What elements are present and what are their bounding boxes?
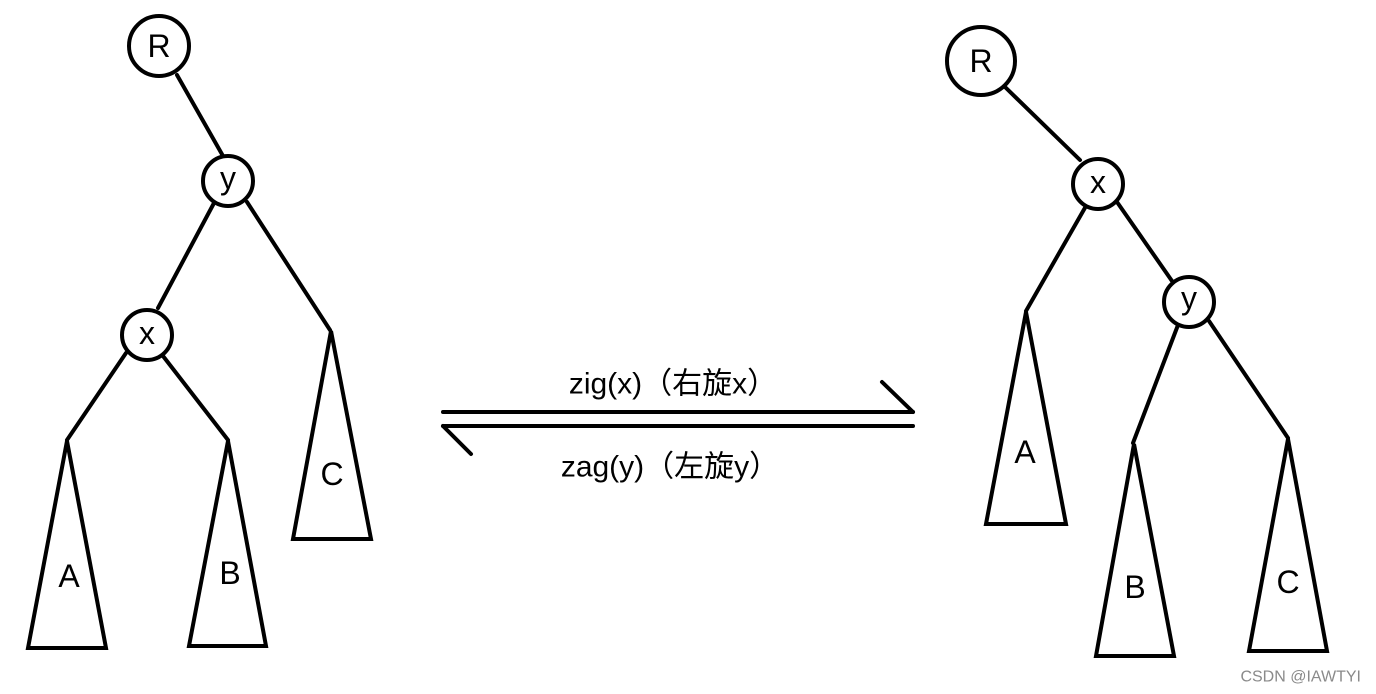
left-subtree-c-triangle [290, 330, 374, 541]
right-edge-y-b [1131, 323, 1180, 445]
right-edge-y-c [1207, 319, 1290, 440]
right-node-r-circle [945, 25, 1017, 97]
left-subtree-a-label: A [58, 558, 80, 594]
right-subtree-c-triangle [1246, 438, 1330, 653]
right-node-x-circle [1071, 157, 1125, 211]
right-node-r-label: R [969, 43, 992, 79]
left-node-r-circle [127, 14, 191, 78]
right-edge-x-y [1115, 200, 1174, 283]
right-edge-x-a [1024, 204, 1088, 313]
left-node-x-circle [120, 308, 174, 362]
right-node-y-label: y [1181, 280, 1197, 316]
right-subtree-a-triangle [983, 311, 1069, 526]
zag-arrow-head [441, 424, 473, 456]
right-subtree-b-label: B [1124, 569, 1145, 605]
left-node-y-label: y [220, 160, 236, 196]
right-subtree-b-triangle [1093, 443, 1177, 658]
right-node-x-label: x [1090, 164, 1106, 200]
left-edge-y-c [245, 200, 332, 332]
watermark-text: CSDN @IAWTYI [1240, 669, 1361, 686]
left-subtree-c-label: C [320, 456, 343, 492]
left-tree: R y x A B C [25, 14, 374, 650]
right-subtree-c-label: C [1276, 564, 1299, 600]
left-node-r-label: R [147, 28, 170, 64]
left-edge-x-a [65, 351, 128, 442]
left-edge-r-y [175, 73, 225, 158]
left-subtree-a-triangle [25, 440, 109, 650]
right-subtree-a-label: A [1014, 434, 1036, 470]
right-node-y-circle [1162, 275, 1216, 329]
left-subtree-b-triangle [186, 440, 269, 648]
zig-arrow-head [880, 380, 915, 414]
zig-rotation-label: zig(x)（右旋x） [569, 368, 777, 401]
right-edge-r-x [1002, 84, 1082, 162]
left-edge-y-x [156, 201, 216, 310]
left-node-y-circle [201, 154, 255, 208]
left-edge-x-b [161, 354, 230, 442]
right-tree: R x y A B C [945, 25, 1330, 658]
rotation-arrows: zig(x)（右旋x） zag(y)（左旋y） [441, 368, 915, 484]
left-node-x-label: x [139, 315, 155, 351]
left-subtree-b-label: B [219, 555, 240, 591]
zag-rotation-label: zag(y)（左旋y） [561, 451, 779, 484]
